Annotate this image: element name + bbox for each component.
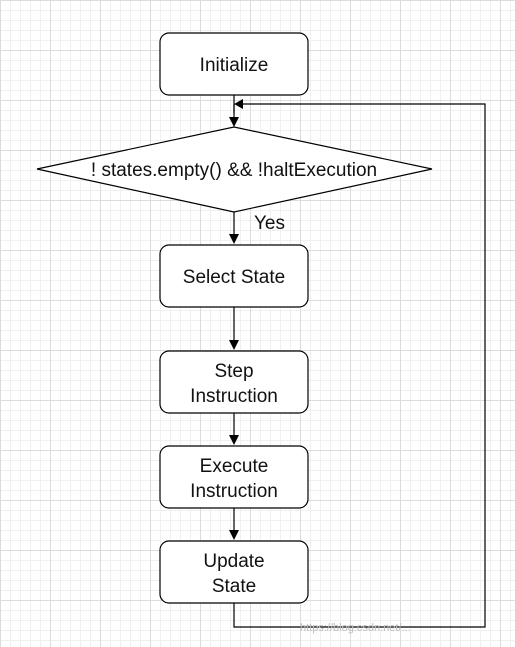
condition-diamond <box>36 126 433 213</box>
yes-label: Yes <box>254 213 285 234</box>
update-state-box <box>159 540 309 604</box>
watermark: https://blog.csdn.net/... <box>300 622 411 634</box>
update-state-line1: Update <box>203 551 264 572</box>
select-arrowhead <box>229 234 239 244</box>
initialize-label: Initialize <box>200 55 269 76</box>
node-step-instruction: Step Instruction <box>159 350 309 414</box>
initialize-box <box>159 32 309 96</box>
node-condition: ! states.empty() && !haltExecution <box>36 126 433 213</box>
condition-label: ! states.empty() && !haltExecution <box>91 160 377 181</box>
node-execute-instruction: Execute Instruction <box>159 445 309 509</box>
step-arrowhead <box>229 340 239 350</box>
execute-instruction-line2: Instruction <box>190 481 278 502</box>
execute-instruction-box <box>159 445 309 509</box>
select-state-label: Select State <box>183 267 285 288</box>
step-instruction-box <box>159 350 309 414</box>
execute-instruction-line1: Execute <box>200 456 269 477</box>
edges <box>229 95 486 628</box>
node-initialize: Initialize <box>159 32 309 96</box>
node-select-state: Select State <box>159 244 309 308</box>
loop-arrowhead <box>234 99 243 109</box>
execute-arrowhead <box>229 435 239 445</box>
select-state-box <box>159 244 309 308</box>
step-instruction-line2: Instruction <box>190 386 278 407</box>
decision-arrowhead <box>229 117 239 127</box>
update-state-line2: State <box>212 576 256 597</box>
update-arrowhead <box>229 530 239 540</box>
node-update-state: Update State <box>159 540 309 604</box>
edge-loop-back <box>233 103 486 628</box>
step-instruction-line1: Step <box>214 361 253 382</box>
